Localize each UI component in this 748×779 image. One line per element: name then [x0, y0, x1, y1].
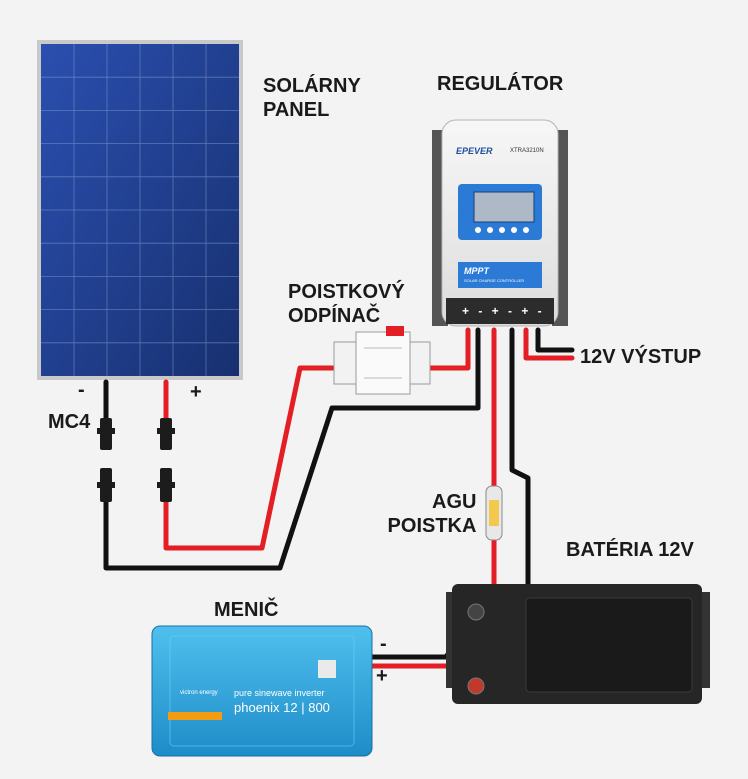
black-wire-battery: [475, 327, 531, 615]
inverter-minus-label: -: [380, 633, 387, 655]
agu-fuse-label: AGU POISTKA: [387, 491, 477, 537]
controller-subtitle: SOLAR CHARGE CONTROLLER: [464, 278, 525, 283]
battery-label: BATÉRIA 12V: [566, 539, 694, 561]
controller-terminals: + - + - + -: [462, 304, 545, 318]
red-wire-output: [523, 327, 575, 361]
inverter-line2: phoenix 12 | 800: [234, 700, 330, 715]
output-label: 12V VÝSTUP: [580, 346, 702, 368]
inverter-brand: victron energy: [180, 690, 218, 696]
regulator-label: REGULÁTOR: [437, 73, 564, 95]
fuse-switch: [333, 326, 431, 395]
panel-minus-label: -: [78, 379, 85, 401]
controller-mppt: MPPT: [464, 266, 490, 276]
black-wire-panel: [103, 327, 481, 571]
inverter-plus-label: +: [376, 665, 388, 687]
mc4-connectors: [97, 418, 175, 502]
inverter-line1: pure sinewave inverter: [234, 688, 325, 698]
mc4-label: MC4: [48, 411, 91, 433]
controller-brand: EPEVER: [456, 146, 493, 156]
black-wire-output: [535, 327, 575, 353]
red-wire-panel: [163, 327, 471, 551]
fuse-switch-label: POISTKOVÝ ODPÍNAČ: [288, 281, 405, 327]
solar-panel: [37, 40, 243, 380]
charge-controller: [432, 119, 568, 327]
panel-plus-label: +: [190, 381, 202, 403]
inverter-label: MENIČ: [214, 599, 279, 621]
inverter: [151, 625, 373, 757]
agu-fuse: [485, 485, 503, 541]
solar-panel-label: SOLÁRNY PANEL: [263, 75, 361, 121]
controller-model: XTRA3210N: [510, 148, 544, 154]
battery: [446, 584, 710, 704]
